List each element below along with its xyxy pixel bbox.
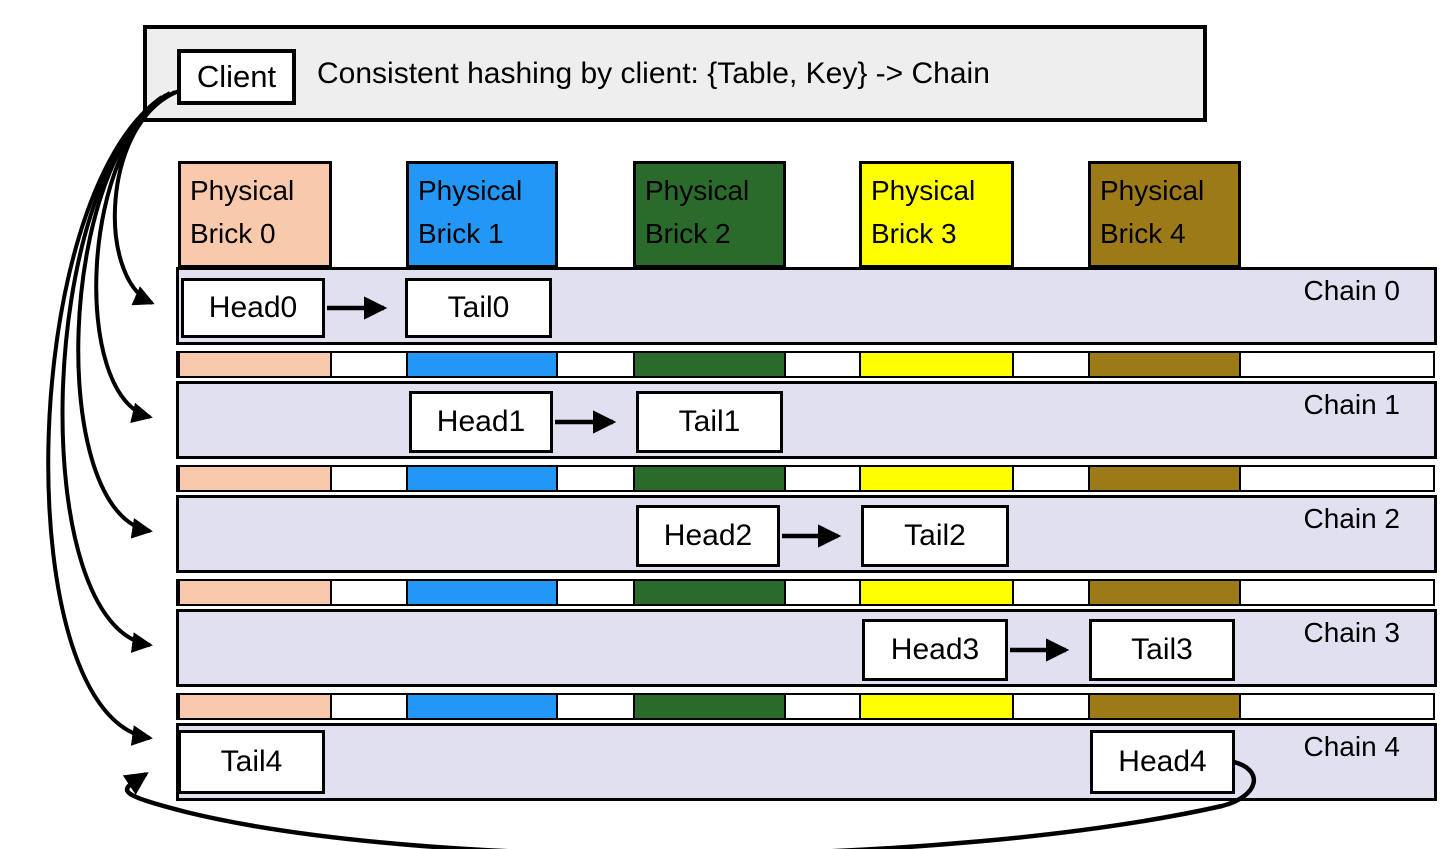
- head-node-chain-0: Head0: [181, 278, 325, 338]
- client-route-arrow-chain-0: [112, 89, 180, 306]
- brick-segment-0: [178, 353, 332, 376]
- chain-row-3: Chain 3: [176, 609, 1437, 687]
- brick-label-line2: Brick 1: [418, 218, 504, 250]
- brick-label-line1: Physical: [645, 175, 750, 206]
- chain-label-4: Chain 4: [1303, 731, 1400, 762]
- brick-header-0: Physical Brick 0: [178, 161, 332, 268]
- chain-label-2: Chain 2: [1303, 503, 1400, 534]
- legend-title: Consistent hashing by client: {Table, Ke…: [317, 56, 990, 90]
- client-route-arrow-chain-2: [76, 91, 171, 539]
- client-route-arrow-chain-3: [60, 93, 168, 653]
- brick-label-line1: Physical: [1100, 175, 1205, 206]
- brick-header-4: Physical Brick 4: [1088, 161, 1241, 268]
- brick-strip-2: [176, 579, 1435, 606]
- brick-label-line1: Physical: [190, 175, 295, 206]
- brick-segment-3: [859, 353, 1014, 376]
- brick-strip-1: [176, 465, 1435, 492]
- client-label: Client: [196, 59, 277, 94]
- brick-segment-1: [406, 353, 558, 376]
- brick-segment-1: [406, 695, 558, 718]
- brick-segment-2: [633, 467, 786, 490]
- brick-label-line1: Physical: [418, 175, 523, 206]
- client-route-arrow-chain-4: [46, 95, 164, 746]
- brick-segment-1: [406, 467, 558, 490]
- brick-segment-1: [406, 581, 558, 604]
- brick-segment-4: [1088, 695, 1241, 718]
- head-node-chain-1: Head1: [409, 391, 553, 453]
- tail-node-chain-1: Tail1: [636, 391, 783, 453]
- brick-label-line2: Brick 0: [190, 218, 276, 250]
- tail-node-chain-2: Tail2: [861, 505, 1009, 567]
- brick-segment-2: [633, 695, 786, 718]
- brick-strip-0: [176, 351, 1435, 378]
- brick-segment-3: [859, 467, 1014, 490]
- chain-row-1: Chain 1: [176, 381, 1437, 459]
- brick-segment-4: [1088, 353, 1241, 376]
- brick-segment-3: [859, 695, 1014, 718]
- chain-label-1: Chain 1: [1303, 389, 1400, 420]
- client-route-arrow-chain-1: [94, 90, 176, 423]
- brick-segment-4: [1088, 467, 1241, 490]
- brick-segment-2: [633, 581, 786, 604]
- brick-segment-0: [178, 581, 332, 604]
- tail-node-chain-4: Tail4: [178, 730, 325, 794]
- brick-segment-2: [633, 353, 786, 376]
- brick-header-1: Physical Brick 1: [406, 161, 558, 268]
- tail-node-chain-3: Tail3: [1089, 619, 1235, 681]
- brick-label-line2: Brick 2: [645, 218, 731, 250]
- brick-header-3: Physical Brick 3: [859, 161, 1014, 268]
- chain-row-4: Chain 4: [176, 723, 1437, 801]
- brick-header-2: Physical Brick 2: [633, 161, 786, 268]
- brick-strip-3: [176, 693, 1435, 720]
- brick-label-line2: Brick 4: [1100, 218, 1186, 250]
- head-node-chain-3: Head3: [862, 619, 1008, 681]
- client-node: Client: [177, 49, 296, 105]
- chain-row-2: Chain 2: [176, 495, 1437, 573]
- head-node-chain-2: Head2: [636, 505, 780, 567]
- legend-box: Client Consistent hashing by client: {Ta…: [143, 25, 1207, 122]
- brick-label-line1: Physical: [871, 175, 976, 206]
- brick-segment-0: [178, 695, 332, 718]
- chain-label-0: Chain 0: [1303, 275, 1400, 306]
- brick-label-line2: Brick 3: [871, 218, 957, 250]
- tail-node-chain-0: Tail0: [405, 278, 552, 338]
- brick-segment-0: [178, 467, 332, 490]
- chain-row-0: Chain 0: [176, 267, 1437, 345]
- brick-segment-3: [859, 581, 1014, 604]
- head-node-chain-4: Head4: [1090, 730, 1235, 794]
- chain-label-3: Chain 3: [1303, 617, 1400, 648]
- brick-segment-4: [1088, 581, 1241, 604]
